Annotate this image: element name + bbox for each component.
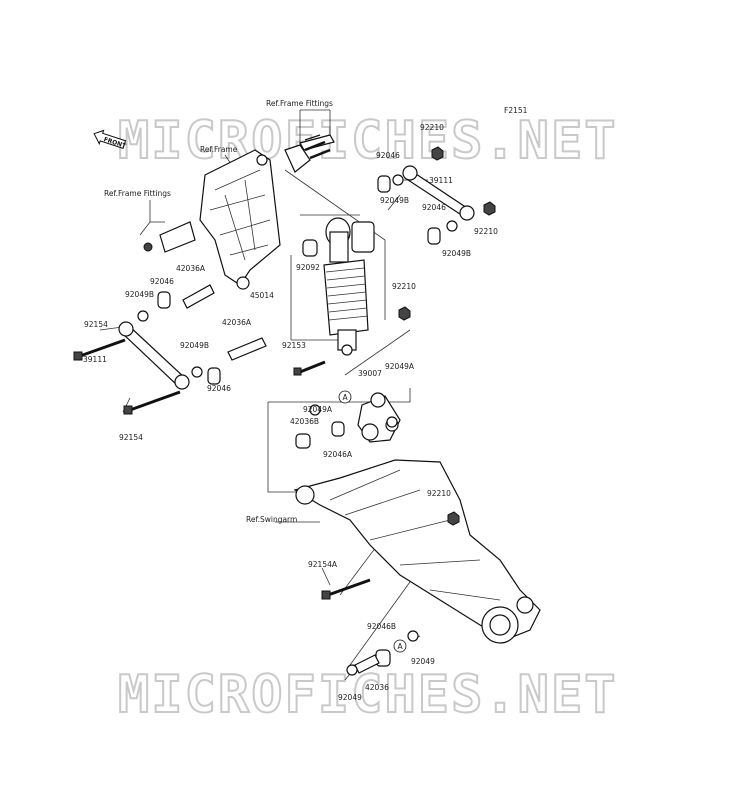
- nut-92210-b: [483, 201, 496, 216]
- hardware: [73, 140, 496, 676]
- sleeve-42036: [354, 654, 380, 674]
- part-label: 92153: [282, 341, 306, 350]
- part-label: 92049: [338, 693, 362, 702]
- part-labels: 92210 92046 39111 92049B 92046 92210 920…: [83, 123, 498, 702]
- part-label: 92210: [474, 227, 498, 236]
- collar-92046-a: [377, 175, 391, 193]
- frame-bracket: [199, 149, 281, 290]
- nut-92210-a: [431, 146, 444, 161]
- bolt-frame-fitting-top: [304, 140, 331, 160]
- watermark-top: MICROFICHES.NET: [118, 111, 618, 171]
- ref-swingarm: Ref.Swingarm: [246, 515, 297, 524]
- part-label: 92046B: [367, 622, 396, 631]
- part-label: 42036A: [176, 264, 206, 273]
- ref-frame-fittings-left: Ref.Frame Fittings: [104, 189, 171, 198]
- collar-92046-c: [157, 291, 171, 309]
- callout-a-top: A: [338, 390, 352, 404]
- bolt-92153: [293, 360, 326, 376]
- part-label: 92049: [411, 657, 435, 666]
- watermark-bottom: MICROFICHES.NET: [118, 665, 618, 725]
- tie-rod-upper: [402, 165, 475, 221]
- part-label: 42036B: [290, 417, 319, 426]
- part-label: 92046: [207, 384, 231, 393]
- part-label: 92049A: [385, 362, 415, 371]
- part-label: 92049B: [442, 249, 471, 258]
- part-label: 92154: [84, 320, 108, 329]
- part-label: 39007: [358, 369, 382, 378]
- svg-text:A: A: [343, 393, 349, 402]
- part-label: 92049A: [303, 405, 333, 414]
- part-label: 42036: [365, 683, 389, 692]
- part-label: 92046: [422, 203, 446, 212]
- collar-92092: [302, 239, 318, 257]
- part-label: 45014: [250, 291, 274, 300]
- sleeve-42036B: [295, 433, 311, 449]
- part-label: 92154: [119, 433, 143, 442]
- collar-92046A: [331, 421, 345, 437]
- part-label: 39111: [83, 355, 107, 364]
- bolt-92154-b: [123, 390, 181, 415]
- part-label: 92154A: [308, 560, 338, 569]
- part-label: 92049B: [380, 196, 409, 205]
- bolt-92154-a: [73, 338, 126, 361]
- part-label: 42036A: [222, 318, 252, 327]
- diagram-code: F2151: [504, 106, 528, 115]
- part-label: 92092: [296, 263, 320, 272]
- nut-92210-c: [398, 306, 411, 321]
- part-label: 92210: [392, 282, 416, 291]
- part-label: 92046: [376, 151, 400, 160]
- svg-text:A: A: [398, 642, 404, 651]
- bolt-92154A: [321, 578, 371, 600]
- part-label: 92210: [427, 489, 451, 498]
- ref-frame: Ref.Frame: [200, 145, 238, 154]
- swingarm: [293, 459, 541, 644]
- part-label: 92046A: [323, 450, 353, 459]
- sleeve-42036A-b: [227, 337, 267, 361]
- tie-rod-lower: [118, 321, 190, 390]
- collar-92046-b: [427, 227, 441, 245]
- part-label: 92046: [150, 277, 174, 286]
- part-label: 92210: [420, 123, 444, 132]
- sleeve-42036A-a: [182, 284, 215, 309]
- rocker-arm: [357, 392, 401, 443]
- frame-fitting-top: [284, 134, 335, 173]
- shock-absorber: [323, 217, 375, 356]
- part-label: 92049B: [125, 290, 154, 299]
- ref-frame-fittings-top: Ref.Frame Fittings: [266, 99, 333, 108]
- part-label: 92049B: [180, 341, 209, 350]
- nut-92210-d: [447, 511, 460, 526]
- callout-a-bottom: A: [393, 639, 407, 653]
- collar-92046-d: [207, 367, 221, 385]
- part-label: 39111: [429, 176, 453, 185]
- frame-fitting-left: [143, 221, 196, 253]
